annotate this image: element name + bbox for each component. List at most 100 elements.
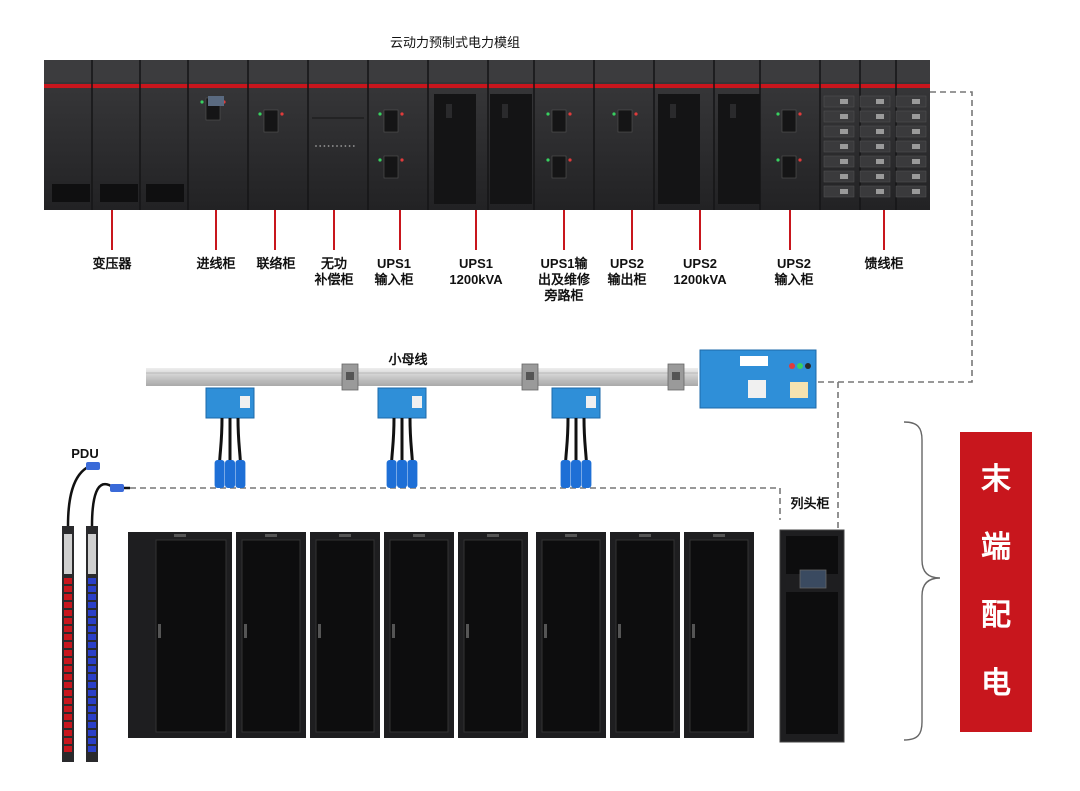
rack-door-handle — [466, 624, 469, 638]
pdu-outlet — [88, 586, 96, 592]
pdu-outlet — [88, 610, 96, 616]
feeder-breaker — [823, 185, 855, 198]
rack-mesh-door — [689, 539, 749, 733]
starter-indicator — [805, 363, 811, 369]
pdu-plug — [86, 462, 100, 470]
indicator-light — [776, 158, 780, 162]
tap-off-breaker — [412, 396, 422, 408]
reactive-indicator — [344, 145, 347, 147]
tap-off-cable — [408, 417, 414, 463]
reactive-indicator — [315, 145, 317, 147]
pdu-outlet — [64, 706, 72, 712]
pdu-to-tap-link — [130, 487, 781, 520]
rack-door-handle — [618, 624, 621, 638]
server-rack — [384, 532, 454, 738]
pdu-outlet — [64, 650, 72, 656]
pdu-plug — [110, 484, 124, 492]
tap-off-unit — [551, 387, 601, 488]
label-pdu: PDU — [71, 446, 99, 461]
server-rack — [310, 532, 380, 738]
pdu-outlet — [88, 682, 96, 688]
starter-breaker — [748, 380, 766, 398]
feeder-breaker-toggle — [840, 144, 848, 149]
tap-off-cable — [582, 417, 588, 463]
rack-logo — [639, 534, 651, 537]
indicator-light — [568, 158, 572, 162]
banner-char: 配 — [981, 599, 1011, 632]
pdu-outlet — [88, 578, 96, 584]
pdu-outlet — [88, 666, 96, 672]
pdu-outlet — [88, 642, 96, 648]
pdu-outlet — [64, 626, 72, 632]
feeder-breaker-toggle — [912, 159, 920, 164]
ups-door-handle — [502, 104, 508, 118]
ups-door-handle — [670, 104, 676, 118]
rack-mesh-door — [389, 539, 449, 733]
tap-off-cable — [390, 417, 396, 463]
feeder-breaker-toggle — [840, 99, 848, 104]
rack-mesh-door — [615, 539, 675, 733]
pdu-meter — [64, 534, 72, 574]
pdu-outlet — [88, 698, 96, 704]
indicator-light — [776, 112, 780, 116]
indicator-light — [400, 158, 404, 162]
row-head-lower-door — [786, 592, 838, 734]
industrial-connector — [407, 460, 418, 488]
pdu-outlet — [64, 738, 72, 744]
rack-logo — [265, 534, 277, 537]
label-busway: 小母线 — [388, 352, 428, 367]
diagram-title: 云动力预制式电力模组 — [390, 35, 521, 50]
rack-mesh-door — [463, 539, 523, 733]
pdu-outlet — [64, 578, 72, 584]
breaker-panel — [551, 155, 567, 179]
label-tie: 联络柜 — [256, 256, 296, 271]
server-rack — [458, 532, 528, 738]
rack-logo — [565, 534, 577, 537]
pdu-outlet — [64, 722, 72, 728]
switchgear-red-stripe — [44, 84, 930, 88]
pdu-outlet — [88, 650, 96, 656]
starter-indicator — [789, 363, 795, 369]
reactive-indicator — [319, 145, 322, 147]
tap-off-breaker — [240, 396, 250, 408]
pdu-outlet — [88, 674, 96, 680]
pdu-outlet — [64, 746, 72, 752]
rack-mesh-door — [241, 539, 301, 733]
end-distribution-banner: 末 端 配 电 — [960, 432, 1032, 732]
pdu-outlet — [88, 706, 96, 712]
transformer-vent — [100, 184, 138, 202]
reactive-indicator — [348, 145, 351, 147]
starter-indicator — [797, 363, 803, 369]
pdu-outlet — [88, 738, 96, 744]
ups-door — [658, 94, 700, 204]
feeder-breaker-toggle — [840, 174, 848, 179]
busway-joint-bolt — [526, 372, 534, 380]
indicator-light — [568, 112, 572, 116]
incoming-display — [208, 96, 224, 106]
indicator-light — [378, 112, 382, 116]
reactive-indicator — [340, 145, 343, 147]
feeder-breaker-toggle — [840, 189, 848, 194]
label-feeder: 馈线柜 — [864, 256, 904, 271]
ups-door — [718, 94, 760, 204]
pdu-outlet — [88, 634, 96, 640]
pdu-outlet — [64, 642, 72, 648]
feeder-breaker — [859, 155, 891, 168]
indicator-light — [634, 112, 638, 116]
reactive-indicator — [323, 145, 326, 147]
transformer-vent — [52, 184, 90, 202]
tap-off-cable — [564, 417, 570, 463]
feeder-breaker-toggle — [912, 114, 920, 119]
pdu-strip — [62, 462, 100, 762]
feeder-breaker-toggle — [912, 129, 920, 134]
switchgear-lineup — [44, 60, 930, 250]
row-head-display — [799, 569, 827, 589]
industrial-connector — [581, 460, 592, 488]
busway-joint-bolt — [672, 372, 680, 380]
feeder-breaker — [895, 170, 927, 183]
tap-off-cable — [218, 417, 224, 463]
